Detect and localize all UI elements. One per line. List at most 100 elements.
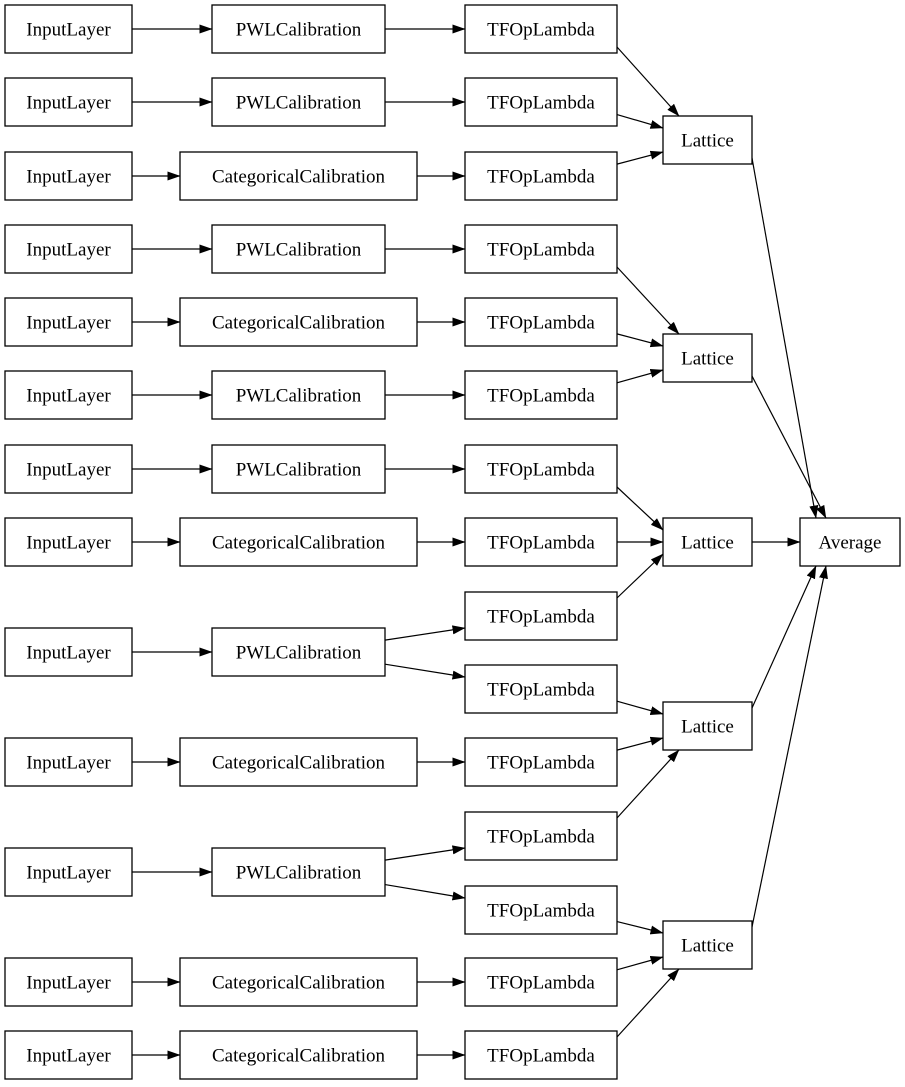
node-pwlcalibration-c4: PWLCalibration	[211, 224, 386, 274]
node-label: InputLayer	[26, 863, 111, 884]
node-box	[464, 297, 618, 347]
node-label: PWLCalibration	[236, 20, 362, 41]
node-label: InputLayer	[26, 240, 111, 261]
node-lattice-l2: Lattice	[662, 333, 753, 383]
node-lattice-l5: Lattice	[662, 920, 753, 970]
node-categoricalcalibration-c3: CategoricalCalibration	[179, 151, 418, 201]
node-categoricalcalibration-c10: CategoricalCalibration	[179, 737, 418, 787]
node-box	[211, 77, 386, 127]
node-box	[4, 517, 133, 567]
node-box	[179, 151, 418, 201]
node-tfoplambda-t9: TFOpLambda	[464, 591, 618, 641]
node-label: TFOpLambda	[487, 607, 595, 628]
node-label: Lattice	[681, 349, 734, 370]
node-inputlayer-i1: InputLayer	[4, 4, 133, 54]
edge-t12-l4	[616, 749, 680, 819]
node-label: CategoricalCalibration	[212, 973, 386, 994]
node-label: InputLayer	[26, 460, 111, 481]
node-label: InputLayer	[26, 533, 111, 554]
node-tfoplambda-t5: TFOpLambda	[464, 297, 618, 347]
node-box	[662, 517, 753, 567]
node-label: PWLCalibration	[236, 386, 362, 407]
node-tfoplambda-t8: TFOpLambda	[464, 517, 618, 567]
node-inputlayer-i13: InputLayer	[4, 1030, 133, 1080]
node-box	[4, 627, 133, 677]
node-label: InputLayer	[26, 753, 111, 774]
edge-c9-t9	[384, 625, 466, 641]
node-lattice-l4: Lattice	[662, 701, 753, 751]
node-lattice-l3: Lattice	[662, 517, 753, 567]
node-box	[464, 957, 618, 1007]
node-label: Lattice	[681, 717, 734, 738]
node-label: TFOpLambda	[487, 93, 595, 114]
node-box	[464, 737, 618, 787]
node-label: CategoricalCalibration	[212, 167, 386, 188]
node-label: TFOpLambda	[487, 533, 595, 554]
node-tfoplambda-t2: TFOpLambda	[464, 77, 618, 127]
node-pwlcalibration-c1: PWLCalibration	[211, 4, 386, 54]
node-box	[211, 224, 386, 274]
edge-c11-t12	[384, 845, 466, 861]
edge-l4-avg	[751, 565, 817, 709]
edge-c11-t13	[384, 883, 466, 901]
edge-t3-l1	[616, 150, 664, 165]
edge-t14-l5	[616, 956, 664, 971]
node-box	[211, 4, 386, 54]
node-inputlayer-i7: InputLayer	[4, 444, 133, 494]
node-tfoplambda-t4: TFOpLambda	[464, 224, 618, 274]
node-box	[179, 737, 418, 787]
edge-t11-l4	[616, 736, 664, 751]
node-tfoplambda-t6: TFOpLambda	[464, 370, 618, 420]
node-pwlcalibration-c7: PWLCalibration	[211, 444, 386, 494]
node-box	[4, 444, 133, 494]
node-tfoplambda-t11: TFOpLambda	[464, 737, 618, 787]
node-inputlayer-i3: InputLayer	[4, 151, 133, 201]
node-label: PWLCalibration	[236, 240, 362, 261]
node-label: InputLayer	[26, 313, 111, 334]
node-label: InputLayer	[26, 973, 111, 994]
node-label: TFOpLambda	[487, 240, 595, 261]
node-box	[4, 77, 133, 127]
node-label: TFOpLambda	[487, 753, 595, 774]
edge-t4-l2	[616, 266, 680, 335]
node-box	[179, 1030, 418, 1080]
node-box	[662, 115, 753, 165]
node-box	[4, 1030, 133, 1080]
node-box	[464, 664, 618, 714]
node-categoricalcalibration-c5: CategoricalCalibration	[179, 297, 418, 347]
node-label: Lattice	[681, 131, 734, 152]
node-box	[211, 847, 386, 897]
node-categoricalcalibration-c13: CategoricalCalibration	[179, 1030, 418, 1080]
node-label: TFOpLambda	[487, 827, 595, 848]
node-pwlcalibration-c6: PWLCalibration	[211, 370, 386, 420]
node-inputlayer-i10: InputLayer	[4, 737, 133, 787]
node-label: TFOpLambda	[487, 313, 595, 334]
node-box	[464, 370, 618, 420]
edge-l2-avg	[751, 375, 827, 519]
node-tfoplambda-t1: TFOpLambda	[464, 4, 618, 54]
node-tfoplambda-t3: TFOpLambda	[464, 151, 618, 201]
edge-t7-l3	[616, 486, 664, 531]
node-box	[179, 957, 418, 1007]
node-pwlcalibration-c11: PWLCalibration	[211, 847, 386, 897]
edge-t10-l4	[616, 700, 664, 715]
node-box	[662, 701, 753, 751]
node-tfoplambda-t7: TFOpLambda	[464, 444, 618, 494]
node-label: CategoricalCalibration	[212, 1046, 386, 1067]
edge-c9-t10	[384, 663, 466, 680]
node-label: InputLayer	[26, 20, 111, 41]
node-inputlayer-i12: InputLayer	[4, 957, 133, 1007]
node-tfoplambda-t14: TFOpLambda	[464, 957, 618, 1007]
node-box	[464, 591, 618, 641]
node-categoricalcalibration-c8: CategoricalCalibration	[179, 517, 418, 567]
node-label: CategoricalCalibration	[212, 313, 386, 334]
node-box	[4, 737, 133, 787]
node-box	[4, 151, 133, 201]
node-tfoplambda-t13: TFOpLambda	[464, 885, 618, 935]
edge-l5-avg	[751, 565, 828, 928]
node-label: TFOpLambda	[487, 680, 595, 701]
node-label: CategoricalCalibration	[212, 533, 386, 554]
edge-l1-avg	[751, 157, 819, 519]
